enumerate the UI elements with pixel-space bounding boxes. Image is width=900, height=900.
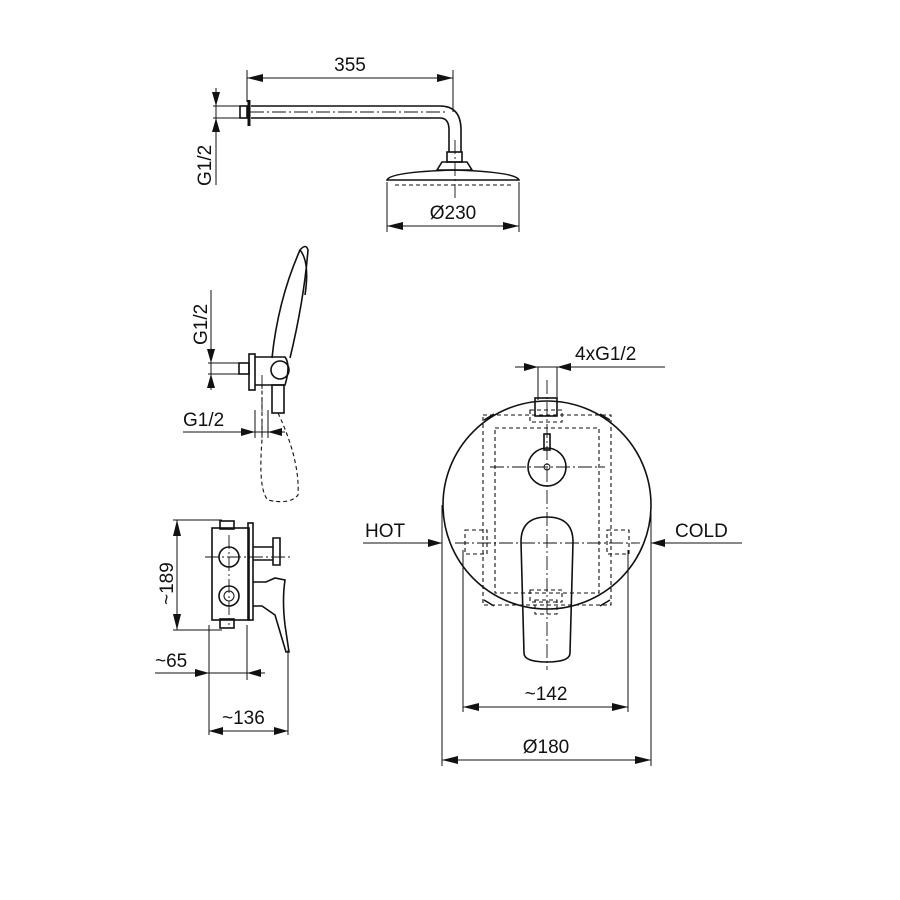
dimension-g12-outlet: G1/2 <box>191 290 240 390</box>
mixer-side-view <box>205 520 290 653</box>
dim-arm-thread: G1/2 <box>195 145 216 186</box>
dim-mixer-height: ~189 <box>157 562 178 605</box>
dimension-g12-arm: G1/2 <box>195 88 240 186</box>
dim-arm-length: 355 <box>334 55 366 76</box>
cold-inlet-marker: COLD <box>651 521 742 547</box>
dim-connections: 4xG1/2 <box>575 344 636 365</box>
dimension-180: Ø180 <box>441 505 652 766</box>
dimension-142: ~142 <box>462 550 629 712</box>
dimension-65: ~65 <box>155 625 265 735</box>
dimension-230: Ø230 <box>386 182 520 232</box>
dim-mixer-depth: ~65 <box>155 651 187 672</box>
mixer-front-view <box>442 380 652 670</box>
hand-shower <box>238 245 309 503</box>
dimension-355: 355 <box>246 55 454 112</box>
cold-label: COLD <box>675 521 728 542</box>
dim-hose-thread: G1/2 <box>183 410 224 431</box>
hot-label: HOT <box>365 521 406 542</box>
dimension-g12-hose: G1/2 <box>183 410 285 438</box>
dim-head-diameter: Ø230 <box>430 203 476 224</box>
hot-inlet-marker: HOT <box>363 521 442 547</box>
dimension-136: ~136 <box>209 650 289 735</box>
dim-front-width: ~142 <box>525 684 568 705</box>
dim-outlet-thread: G1/2 <box>191 304 212 345</box>
overhead-shower <box>239 100 521 200</box>
dim-mixer-total-depth: ~136 <box>222 708 265 729</box>
dimension-4xg12: 4xG1/2 <box>515 344 665 400</box>
dim-plate-diameter: Ø180 <box>523 737 569 758</box>
dimension-189: ~189 <box>157 519 222 631</box>
